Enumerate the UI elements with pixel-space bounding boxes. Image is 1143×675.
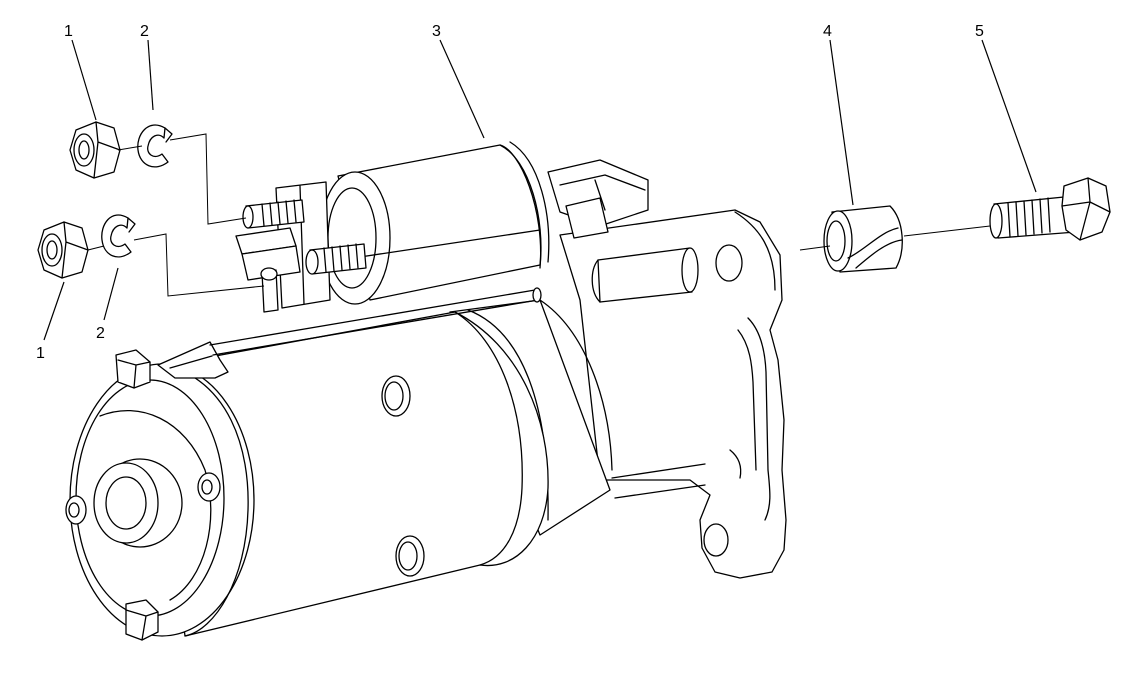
assembly-line-bolt [799,225,991,251]
upper-mount-hole [715,244,743,282]
assembly-line-upper [117,133,247,225]
starter-motor [65,141,787,641]
lock-washer-lower [101,214,136,258]
bushing [823,205,903,273]
callout-label: 4 [823,23,832,40]
field-frame [149,311,549,637]
mounting-bracket [559,209,787,579]
nut-upper [69,121,121,179]
mounting-bolt [989,177,1111,241]
assembly-line-lower [87,233,265,297]
callout-label: 1 [36,345,45,362]
callout-label: 3 [432,23,441,40]
callout-label: 2 [96,325,105,342]
callout-leaders [43,39,1037,341]
callout-label: 1 [64,23,73,40]
lower-mount-hole [703,523,729,557]
callout-label: 5 [975,23,984,40]
lock-washer-upper [137,124,173,168]
callout-label: 2 [140,23,149,40]
nut-lower [37,221,89,279]
through-bolt-upper [115,349,151,389]
through-bolt-lower [125,599,159,641]
